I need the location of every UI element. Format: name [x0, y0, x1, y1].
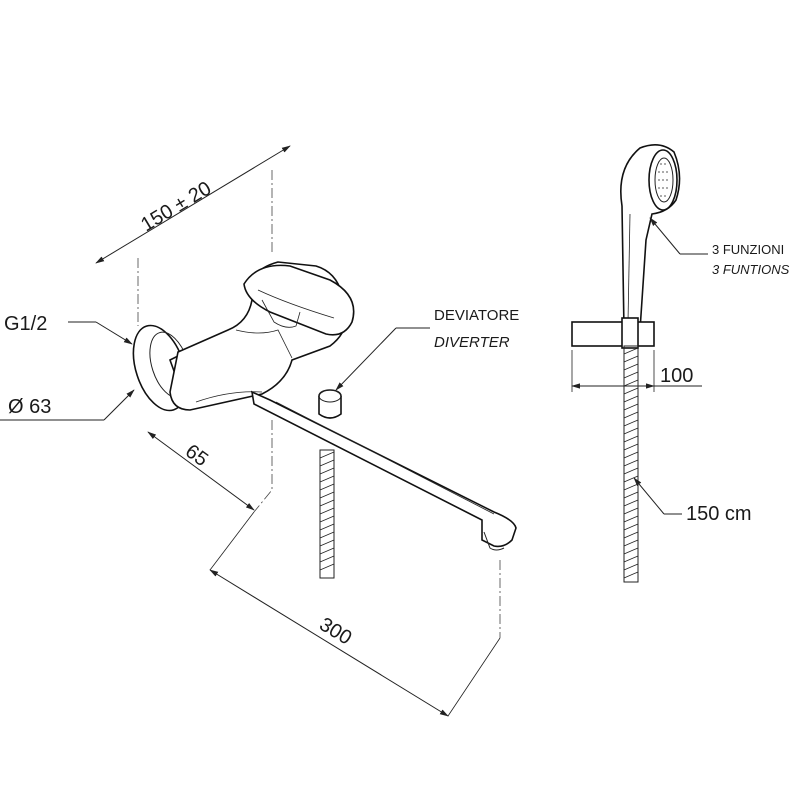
- dimension-wall-offset: 65: [147, 431, 255, 511]
- dimension-holder-width: 100: [571, 350, 702, 392]
- dimension-spout-length: 300: [209, 569, 501, 717]
- label-wall-offset: 65: [181, 440, 212, 471]
- label-functions-en: 3 FUNTIONS: [712, 262, 790, 277]
- leader-connection-thread: G1/2: [4, 313, 133, 345]
- label-hose-length: 150 cm: [686, 503, 752, 525]
- dimension-center-distance: 150 ± 20: [95, 145, 291, 264]
- label-connection-thread: G1/2: [4, 313, 47, 335]
- leader-functions: 3 FUNZIONI 3 FUNTIONS: [649, 217, 790, 277]
- label-diverter-it: DEVIATORE: [434, 307, 519, 324]
- label-spout-length: 300: [315, 613, 355, 649]
- leader-diverter: DEVIATORE DIVERTER: [335, 307, 519, 391]
- hand-shower: [571, 144, 681, 583]
- leader-hose-length: 150 cm: [633, 477, 752, 525]
- label-holder-width: 100: [660, 365, 693, 387]
- label-diverter-en: DIVERTER: [434, 334, 510, 351]
- mixer-body: [132, 261, 517, 579]
- leader-flange-diameter: Ø 63: [0, 389, 135, 421]
- label-functions-it: 3 FUNZIONI: [712, 242, 784, 257]
- label-center-distance: 150 ± 20: [137, 177, 215, 236]
- label-flange-diameter: Ø 63: [8, 396, 51, 418]
